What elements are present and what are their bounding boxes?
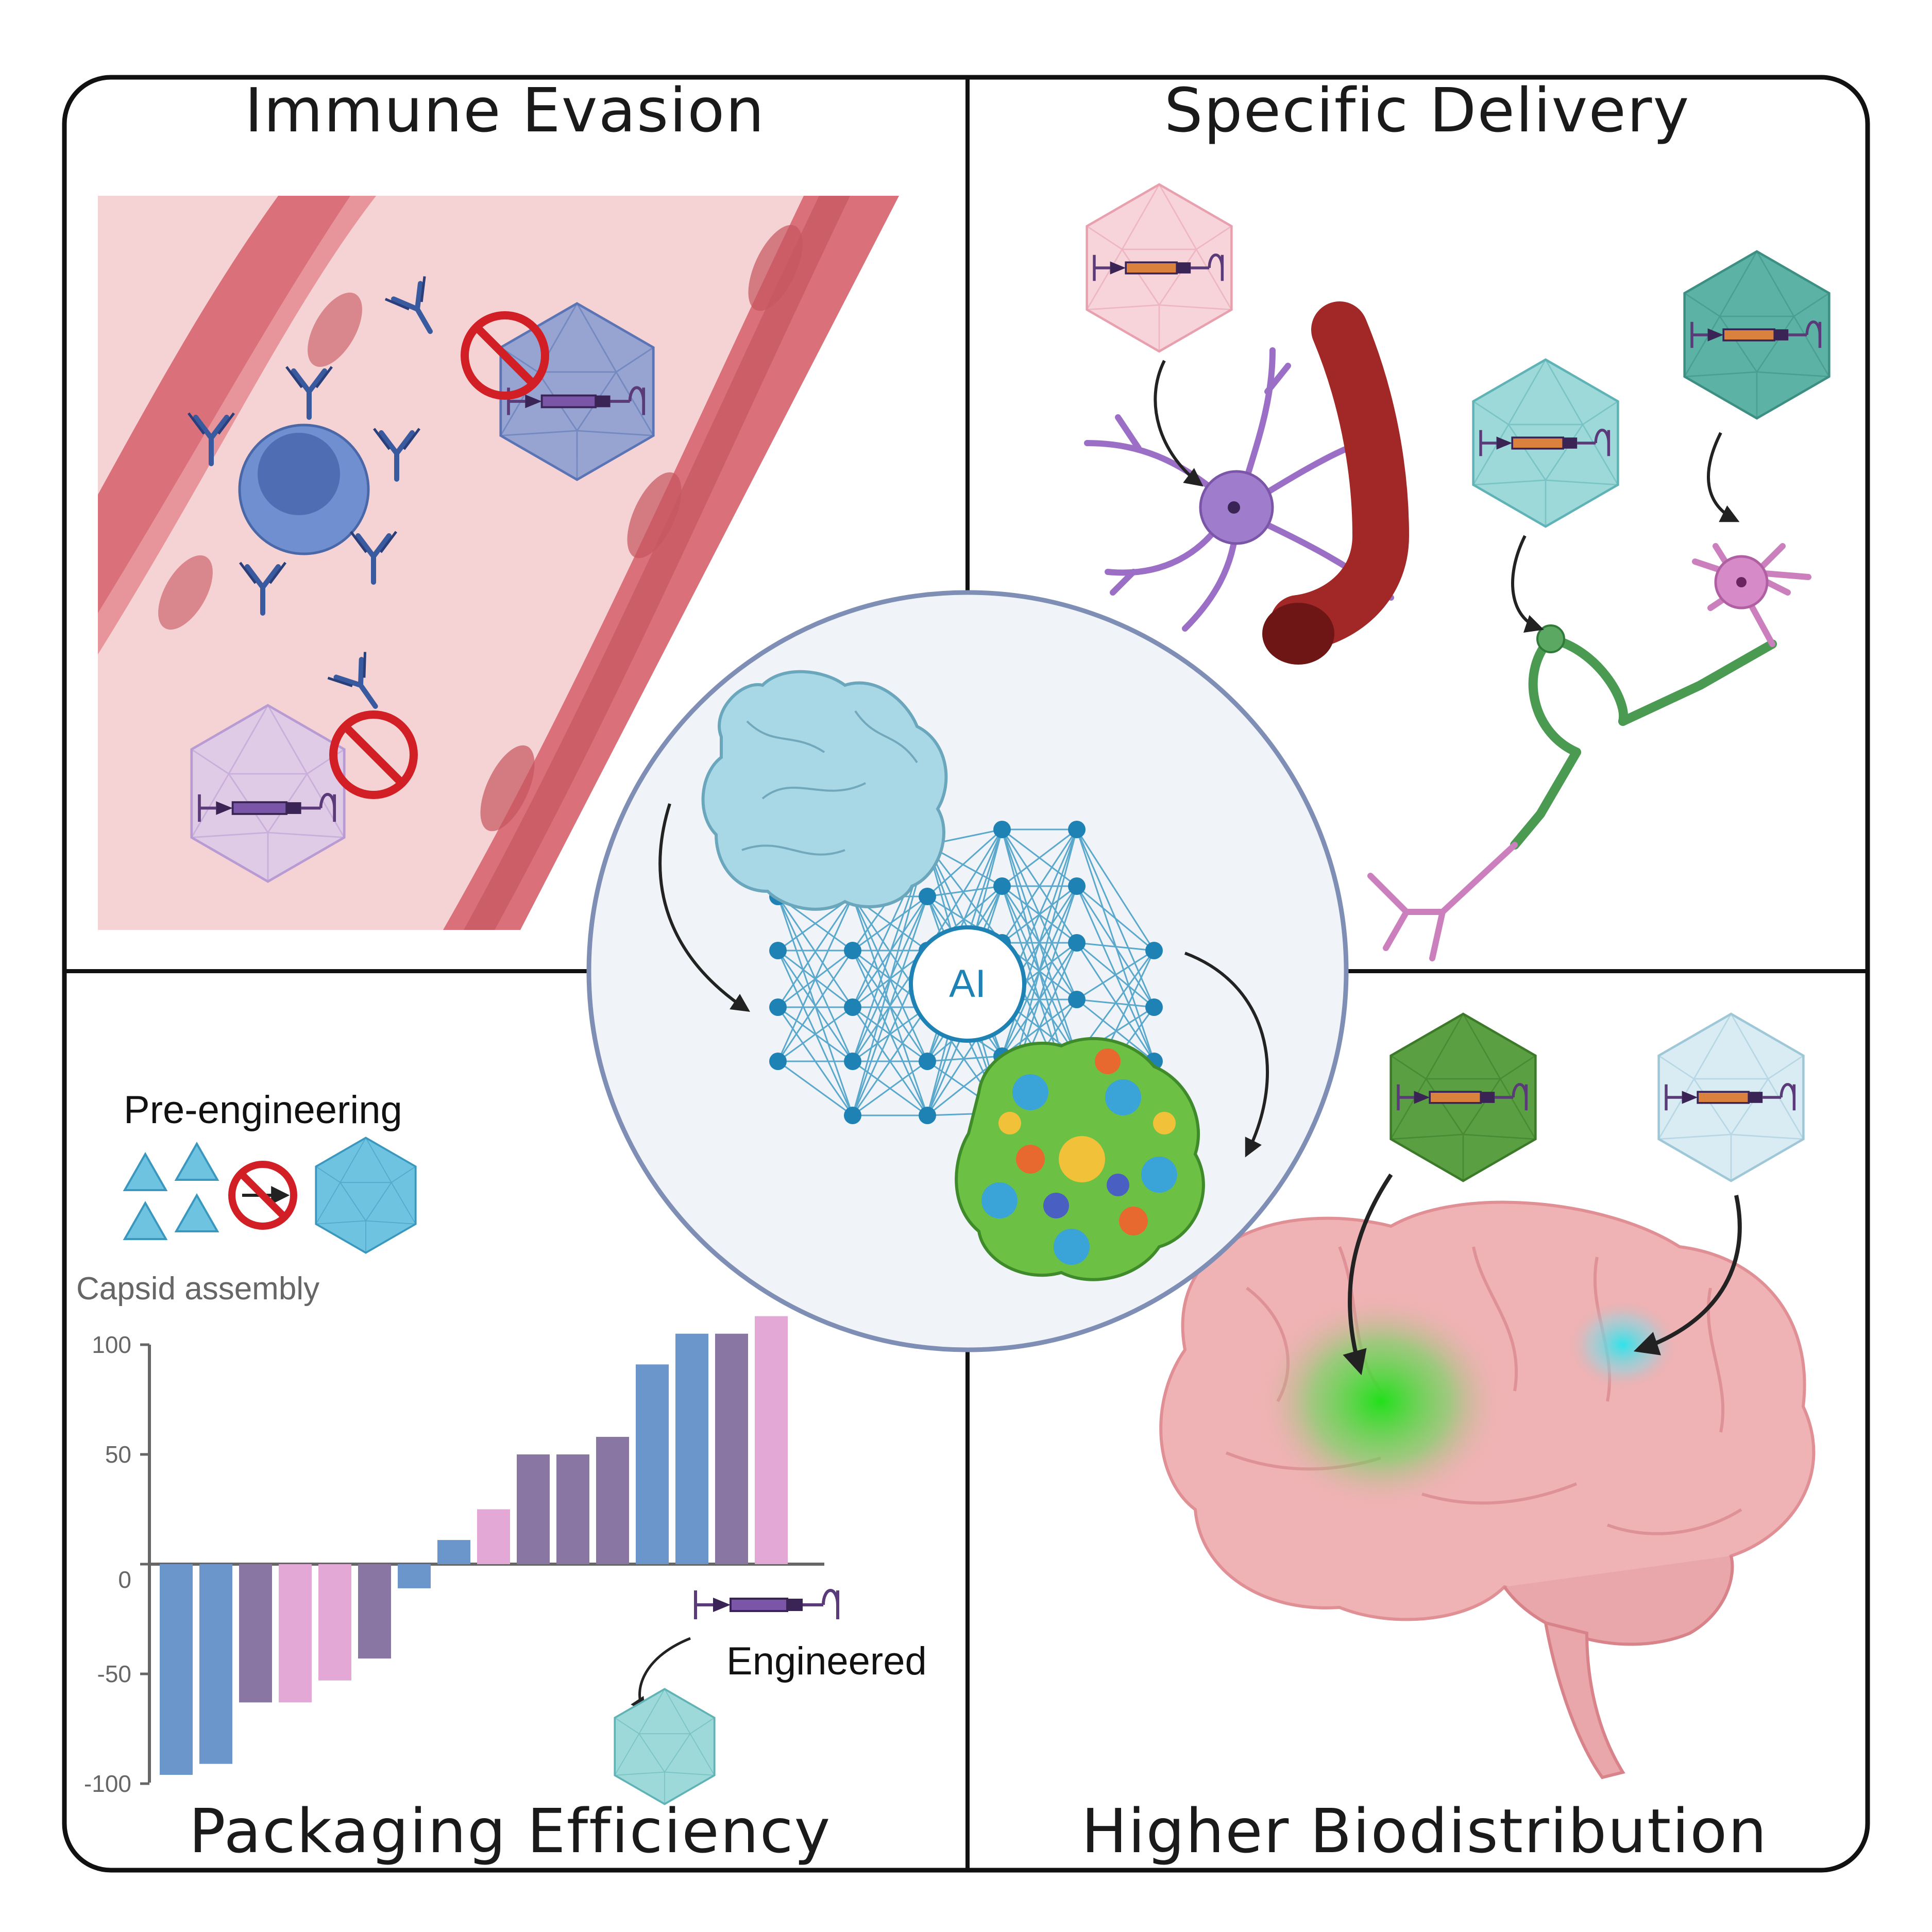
network-node (919, 1107, 936, 1124)
bar-5 (318, 1564, 351, 1681)
engineered-genome (696, 1590, 838, 1619)
packaging-bar-chart: 100 50 0 -50 -100 (84, 1316, 824, 1797)
network-node (993, 877, 1011, 895)
bar-6 (358, 1564, 391, 1659)
network-edge (852, 895, 928, 952)
packaging-panel: Pre-engineering Capsid assembly 100 50 0 -5… (76, 1088, 927, 1805)
bar-3 (239, 1564, 272, 1703)
bar-13 (636, 1364, 669, 1564)
network-node (844, 998, 861, 1016)
capsid-ice-blue (1659, 1014, 1804, 1181)
bar-16 (755, 1316, 788, 1564)
input-capsid-structure (701, 670, 948, 911)
capsid-assembly-label: Capsid assembly (76, 1271, 319, 1307)
network-edge (777, 896, 854, 1008)
network-node (844, 942, 861, 959)
blood-vessel (1270, 301, 1410, 652)
network-node (993, 821, 1011, 838)
network-node (1068, 934, 1086, 952)
bar-11 (556, 1454, 589, 1564)
network-node (1068, 991, 1086, 1008)
astrocyte-cell (1084, 347, 1394, 632)
immune-cell-nucleus (258, 433, 340, 515)
ai-label: AI (949, 962, 986, 1006)
network-edge (777, 950, 854, 1116)
network-edge (1076, 942, 1155, 952)
neuron-green (1510, 634, 1777, 850)
ai-center-panel: AI (586, 590, 1349, 1352)
y-tick-label: 0 (118, 1566, 131, 1593)
capsid-teal-light (1473, 360, 1618, 527)
vessel-lumen (1262, 603, 1334, 665)
network-node (769, 998, 787, 1016)
blocked-assembly-icon (228, 1161, 297, 1230)
network-edge (1076, 950, 1155, 1001)
network-node (919, 888, 936, 905)
network-edge (777, 950, 854, 1062)
network-edge (926, 829, 1003, 951)
bar-8 (437, 1540, 470, 1564)
pre-engineering-label: Pre-engineering (124, 1088, 402, 1132)
network-edge (777, 1060, 853, 1116)
y-tick-label: -100 (84, 1770, 131, 1797)
bar-12 (596, 1436, 629, 1564)
immune-evasion-panel (98, 196, 899, 930)
y-tick-label: -50 (97, 1660, 131, 1687)
capsid-teal-dark (1685, 251, 1829, 418)
capsid-subunits (123, 1141, 219, 1240)
network-edge (852, 1060, 928, 1116)
ai-node (909, 925, 1026, 1043)
network-node (919, 1053, 936, 1070)
bar-4 (279, 1564, 312, 1703)
network-edge (1002, 828, 1077, 887)
capsid-green (1391, 1014, 1536, 1181)
cerebellum (1503, 1555, 1734, 1646)
network-edge (852, 896, 928, 1116)
network-edge (1001, 829, 1078, 943)
network-node (769, 942, 787, 959)
network-node (844, 1107, 861, 1124)
network-node (844, 1053, 861, 1070)
specific-delivery-title: Specific Delivery (1164, 75, 1690, 146)
network-edge (926, 828, 1003, 897)
bar-14 (675, 1333, 708, 1564)
network-edge (852, 844, 928, 1116)
y-tick-label: 100 (92, 1331, 131, 1358)
network-node (769, 1053, 787, 1070)
green-expression-glow (1257, 1293, 1504, 1510)
assembled-capsid (315, 1137, 417, 1254)
engineered-label: Engineered (726, 1639, 927, 1683)
network-node (1145, 942, 1163, 959)
bar-2 (199, 1564, 232, 1764)
bar-15 (715, 1333, 748, 1564)
engineered-capsid (614, 1688, 716, 1805)
bar-7 (398, 1564, 431, 1588)
network-edge (777, 1006, 853, 1062)
network-edge (1076, 886, 1155, 1062)
bar-10 (517, 1454, 550, 1564)
network-edge (777, 896, 854, 1062)
network-node (1068, 821, 1086, 838)
biodistribution-panel (1159, 1014, 1816, 1780)
cyan-expression-glow (1566, 1298, 1680, 1391)
higher-biodistribution-title: Higher Biodistribution (1081, 1795, 1768, 1867)
network-edge (852, 1007, 928, 1116)
network-edge (1076, 885, 1155, 952)
network-edge (1076, 829, 1155, 951)
y-tick-label: 50 (105, 1441, 131, 1468)
network-node (1068, 877, 1086, 895)
output-capsid-structure (955, 1037, 1205, 1281)
specific-delivery-panel (1084, 184, 1829, 961)
brainstem (1544, 1620, 1625, 1780)
immune-evasion-title: Immune Evasion (245, 75, 765, 146)
network-node (1145, 998, 1163, 1016)
bar-1 (160, 1564, 193, 1775)
packaging-efficiency-title: Packaging Efficiency (189, 1795, 832, 1867)
capsid-pink (1087, 184, 1232, 351)
bar-9 (477, 1509, 510, 1564)
